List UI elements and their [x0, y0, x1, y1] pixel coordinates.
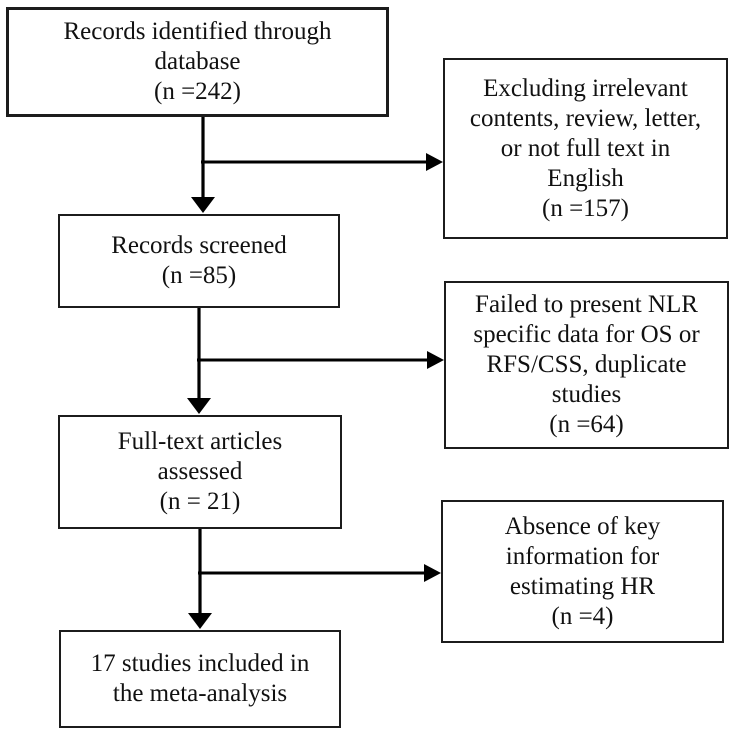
arrow-screened-to-fulltext [187, 307, 211, 414]
flow-box-records-screened: Records screened (n =85) [58, 214, 340, 308]
flow-box-excluded-hr: Absence of key information for estimatin… [441, 500, 724, 643]
arrow-to-excluded-eligibility [197, 351, 444, 369]
box-text-line: Absence of key [504, 512, 661, 540]
box-text-line: or not full text in [500, 134, 671, 162]
box-text-line: studies [551, 381, 622, 408]
box-text-line: Excluding irrelevant [483, 74, 688, 102]
box-text-line: database [154, 48, 241, 75]
box-text-line: Records identified through [63, 18, 332, 45]
flow-box-fulltext-assessed: Full-text articles assessed (n = 21) [58, 415, 342, 529]
box-text-line: (n = 21) [159, 488, 241, 515]
flow-box-included: 17 studies included in the meta-analysis [59, 630, 341, 728]
box-text-line: contents, review, letter, [469, 104, 702, 132]
box-text-line: (n =242) [154, 78, 241, 105]
arrow-identified-to-screened [191, 116, 215, 213]
box-text-line: (n =64) [549, 411, 624, 438]
box-text-line: Failed to present NLR [475, 291, 698, 318]
flow-box-records-identified: Records identified through database (n =… [6, 7, 389, 117]
box-text-line: estimating HR [509, 572, 656, 600]
box-text-line: the meta-analysis [112, 680, 288, 707]
box-text-line: 17 studies included in [90, 650, 310, 677]
box-text-line: English [547, 164, 624, 192]
box-text-line: (n =157) [542, 194, 629, 222]
arrow-fulltext-to-included [188, 528, 212, 629]
box-text-line: (n =85) [161, 262, 237, 289]
box-text-line: (n =4) [551, 602, 614, 630]
flow-box-excluded-screening: Excluding irrelevant contents, review, l… [443, 58, 728, 239]
flow-box-excluded-eligibility: Failed to present NLR specific data for … [444, 281, 729, 449]
box-text-line: Full-text articles [117, 428, 283, 455]
arrow-to-excluded-hr [198, 564, 441, 582]
box-text-line: assessed [157, 458, 243, 485]
arrow-to-excluded-screening [201, 153, 443, 171]
box-text-line: RFS/CSS, duplicate [486, 351, 687, 378]
box-text-line: Records screened [111, 232, 287, 259]
box-text-line: specific data for OS or [473, 321, 700, 348]
box-text-line: information for [505, 542, 660, 570]
